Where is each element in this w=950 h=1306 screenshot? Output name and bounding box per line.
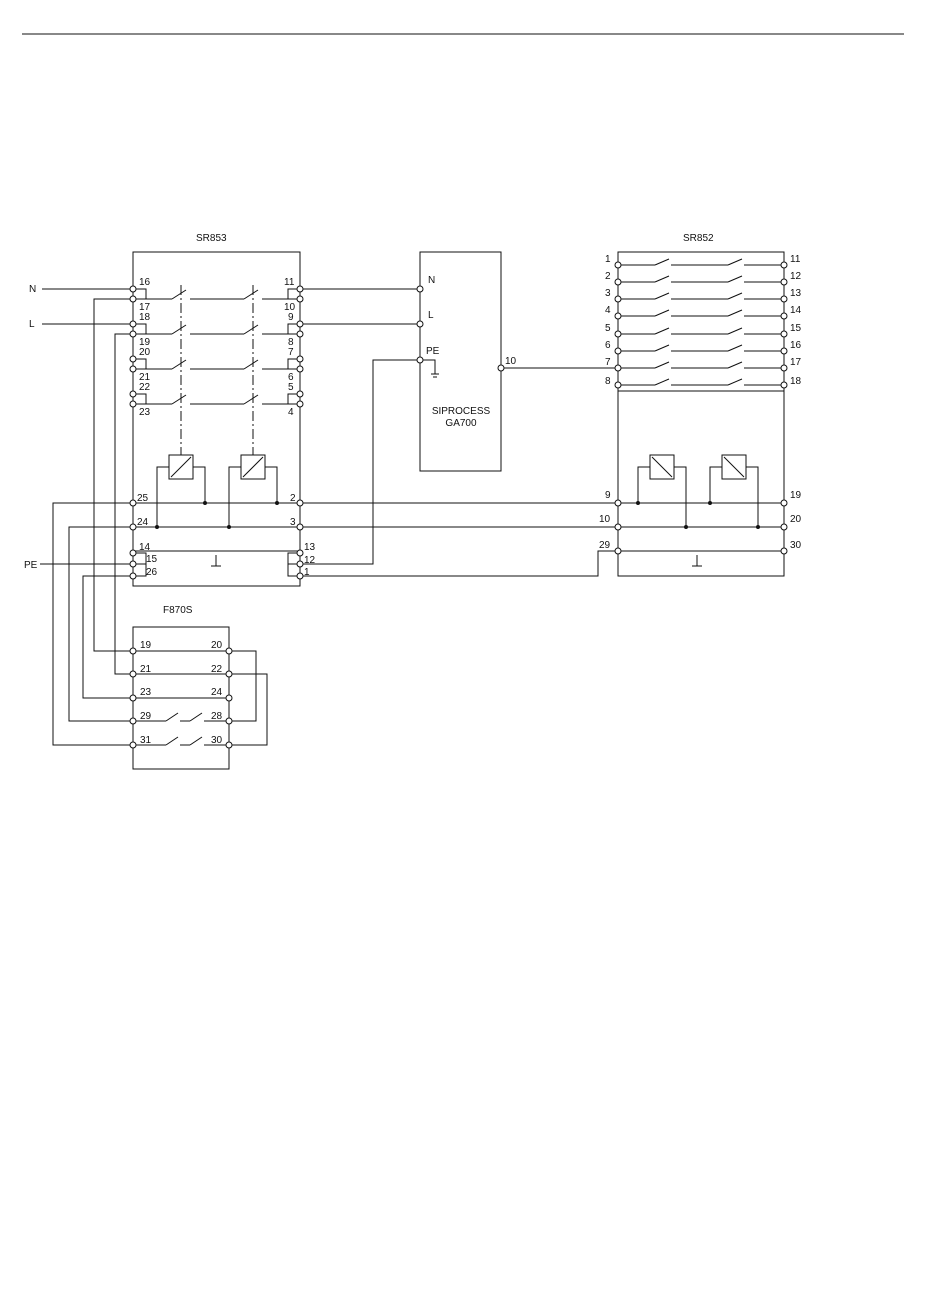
wire-25-31 (53, 503, 130, 745)
svg-text:4: 4 (605, 305, 611, 316)
svg-text:2: 2 (290, 493, 296, 504)
f870s-label: F870S (163, 605, 193, 616)
svg-text:22: 22 (211, 664, 223, 675)
wire-26-23 (83, 576, 130, 698)
wire-20-28 (232, 651, 256, 721)
svg-text:13: 13 (790, 288, 802, 299)
siprocess-pe-label: PE (426, 346, 440, 357)
siprocess-model: GA700 (445, 418, 477, 429)
sr852-label: SR852 (683, 233, 714, 244)
svg-text:9: 9 (605, 490, 611, 501)
sr853-outline (133, 252, 300, 586)
svg-text:26: 26 (146, 567, 158, 578)
sr853-label: SR853 (196, 233, 227, 244)
siprocess-l-label: L (428, 310, 434, 321)
siprocess-n-label: N (428, 275, 435, 286)
svg-text:11: 11 (284, 277, 295, 288)
svg-text:1: 1 (605, 254, 611, 265)
wire-17-19 (94, 299, 130, 651)
svg-text:6: 6 (605, 340, 611, 351)
sr852-coils (618, 455, 784, 529)
sr853-terminals (130, 286, 303, 579)
svg-text:16: 16 (790, 340, 802, 351)
mains-pe-label: PE (24, 560, 38, 571)
sr852-left-labels: 1 2 3 4 5 6 7 8 9 10 29 (599, 254, 611, 551)
svg-text:14: 14 (139, 542, 151, 553)
sr852-module: SR852 (599, 233, 802, 576)
svg-text:24: 24 (211, 687, 223, 698)
svg-text:5: 5 (605, 323, 611, 334)
sr853-left-labels: 16 17 18 19 20 21 22 23 25 24 14 15 26 (137, 277, 158, 578)
svg-text:3: 3 (605, 288, 611, 299)
svg-text:20: 20 (139, 347, 151, 358)
mains-n-label: N (29, 284, 36, 295)
sr853-module: SR853 (130, 233, 316, 586)
svg-text:30: 30 (790, 540, 802, 551)
wire-24-29 (69, 527, 130, 721)
svg-text:15: 15 (790, 323, 802, 334)
svg-text:19: 19 (140, 640, 152, 651)
sr852-contacts (621, 259, 781, 385)
svg-text:13: 13 (304, 542, 316, 553)
sr853-coils (133, 455, 300, 529)
external-wiring: N L PE (24, 284, 615, 745)
sr852-terminals (615, 262, 787, 554)
svg-text:29: 29 (140, 711, 152, 722)
mains-l-label: L (29, 319, 35, 330)
svg-text:4: 4 (288, 407, 294, 418)
svg-text:7: 7 (288, 347, 294, 358)
svg-text:21: 21 (140, 664, 152, 675)
svg-text:15: 15 (146, 554, 158, 565)
f870s-module: F870S 19 21 23 29 31 20 22 24 28 30 (130, 605, 232, 769)
svg-text:29: 29 (599, 540, 611, 551)
svg-text:2: 2 (605, 271, 611, 282)
siprocess-name: SIPROCESS (432, 406, 491, 417)
svg-text:7: 7 (605, 357, 611, 368)
svg-text:14: 14 (790, 305, 802, 316)
svg-text:16: 16 (139, 277, 151, 288)
svg-text:31: 31 (140, 735, 152, 746)
svg-text:28: 28 (211, 711, 223, 722)
svg-text:5: 5 (288, 382, 294, 393)
wire-19-21 (115, 334, 130, 674)
f870s-left-labels: 19 21 23 29 31 (140, 640, 152, 746)
svg-text:22: 22 (139, 382, 151, 393)
svg-text:18: 18 (139, 312, 151, 323)
sr852-right-labels: 11 12 13 14 15 16 17 18 19 20 30 (790, 254, 802, 551)
svg-text:30: 30 (211, 735, 223, 746)
svg-text:23: 23 (140, 687, 152, 698)
ground-icon (211, 555, 221, 566)
siprocess-out-label: 10 (505, 356, 517, 367)
svg-text:19: 19 (790, 490, 802, 501)
svg-text:9: 9 (288, 312, 294, 323)
svg-text:10: 10 (599, 514, 611, 525)
ground-icon (431, 374, 439, 377)
svg-text:25: 25 (137, 493, 149, 504)
wire-22-30 (232, 674, 267, 745)
svg-text:20: 20 (790, 514, 802, 525)
svg-text:8: 8 (605, 376, 611, 387)
svg-text:18: 18 (790, 376, 802, 387)
svg-text:24: 24 (137, 517, 149, 528)
f870s-right-labels: 20 22 24 28 30 (211, 640, 223, 746)
siprocess-module: N L PE 10 SIPROCESS GA700 (417, 252, 517, 471)
svg-text:23: 23 (139, 407, 151, 418)
svg-text:3: 3 (290, 517, 296, 528)
sr853-contacts (146, 290, 288, 404)
svg-text:12: 12 (790, 271, 802, 282)
svg-text:11: 11 (790, 254, 801, 265)
svg-text:17: 17 (790, 357, 802, 368)
ground-icon (692, 555, 702, 566)
svg-text:20: 20 (211, 640, 223, 651)
wire-pe (303, 360, 417, 564)
